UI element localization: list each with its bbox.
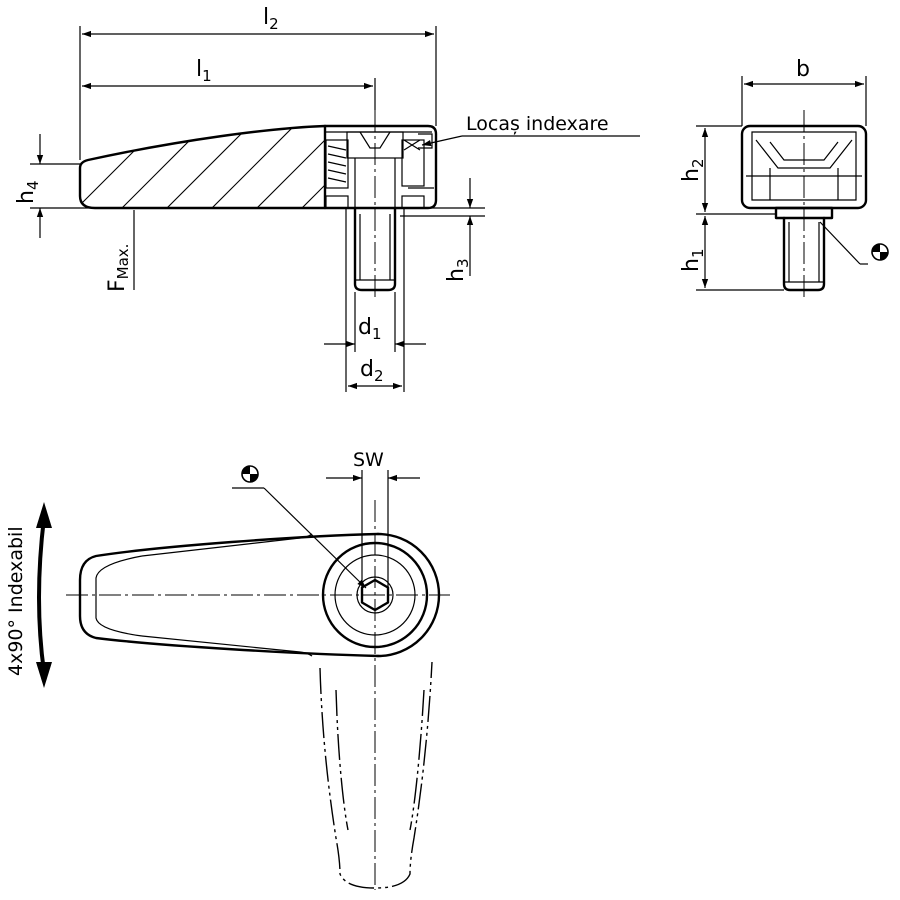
h3-label: h3 xyxy=(444,259,472,283)
hub-section xyxy=(323,124,438,210)
dim-sw: SW xyxy=(326,449,420,587)
sw-label: SW xyxy=(353,449,384,471)
side-view: l2 l1 h4 FMax. h3 xyxy=(14,5,640,392)
dim-d2: d2 xyxy=(345,208,405,392)
b-label: b xyxy=(796,57,810,82)
curved-double-arrow-icon xyxy=(36,502,52,688)
top-view: SW 4x90° Indexabil xyxy=(5,449,450,890)
lever-section xyxy=(78,124,327,210)
h4-label: h4 xyxy=(14,181,42,205)
top-material-callout xyxy=(232,465,367,589)
dim-h1: h1 xyxy=(679,216,784,291)
dim-l1: l1 xyxy=(82,57,376,110)
fmax-marker: FMax. xyxy=(105,210,135,292)
locas-indexare-callout: Locaș indexare xyxy=(421,113,640,147)
h1-label: h1 xyxy=(679,249,707,273)
locas-indexare-label: Locaș indexare xyxy=(466,113,609,135)
l2-label: l2 xyxy=(263,5,279,33)
dim-b: b xyxy=(741,57,867,126)
d1-label: d1 xyxy=(358,315,382,343)
phantom-lever xyxy=(319,661,433,889)
dim-h4: h4 xyxy=(14,134,95,238)
fmax-label: FMax. xyxy=(105,244,132,292)
dim-h2: h2 xyxy=(679,125,776,215)
dim-l2: l2 xyxy=(79,5,437,160)
end-view: b h2 h1 xyxy=(679,57,889,300)
d2-label: d2 xyxy=(360,357,384,385)
end-material-callout xyxy=(819,221,889,265)
indexabil-label: 4x90° Indexabil xyxy=(5,526,27,676)
hatch-pattern xyxy=(80,126,325,208)
h2-label: h2 xyxy=(679,159,707,183)
l1-label: l1 xyxy=(196,57,212,85)
quartered-circle-icon xyxy=(241,465,259,483)
dim-d1: d1 xyxy=(324,292,426,352)
quartered-circle-icon xyxy=(871,243,889,261)
dim-h3: h3 xyxy=(400,178,485,282)
